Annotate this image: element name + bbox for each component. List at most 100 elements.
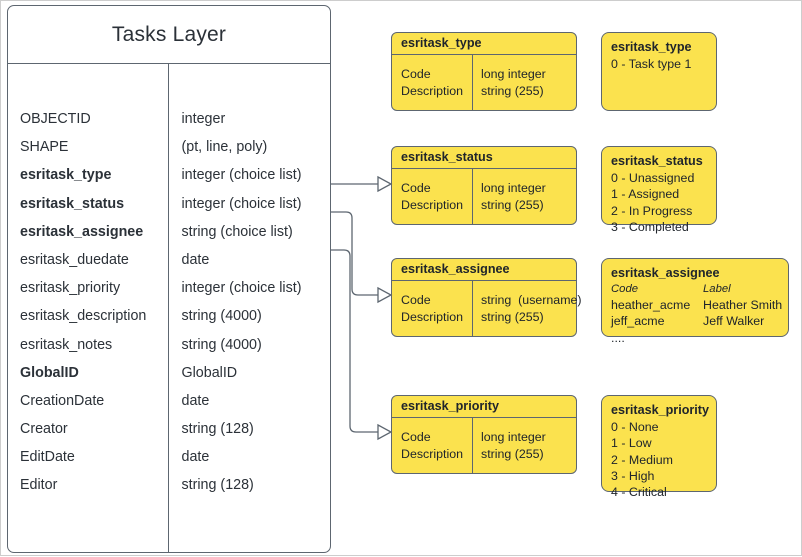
table-column-divider (472, 169, 474, 224)
domain-esritask-status[interactable]: esritask_status 0 - Unassigned 1 - Assig… (601, 146, 717, 234)
domain-value: 3 - Completed (611, 219, 689, 234)
field-type: integer (choice list) (181, 195, 302, 212)
field-name: EditDate (20, 449, 75, 466)
table-cell: Description (401, 83, 463, 98)
field-type: date (181, 251, 210, 268)
tasks-layer-fields: OBJECTID SHAPE esritask_type esritask_statu… (8, 64, 330, 552)
table-cell: string (255) (481, 446, 544, 461)
table-type-column: long integer string (255) (472, 169, 576, 224)
domain-value: 4 - Critical (611, 485, 667, 500)
field-name: OBJECTID (20, 111, 91, 127)
table-esritask-status[interactable]: esritask_status Code Description long in… (391, 146, 577, 225)
table-cell: string (255) (481, 309, 544, 324)
domain-value: 3 - High (611, 468, 655, 483)
domain-value: 0 - None (611, 420, 659, 434)
arrowhead-status-icon (377, 175, 393, 193)
field-name: esritask_priority (20, 280, 121, 297)
field-type: integer (choice list) (181, 280, 302, 297)
domain-value: 0 - Unassigned (611, 171, 695, 185)
field-type: date (181, 392, 210, 409)
domain-row: jeff_acme Jeff Walker (611, 313, 788, 329)
arrowhead-priority-icon (377, 423, 393, 441)
field-name: esritask_assignee (20, 223, 144, 240)
field-name: GlobalID (20, 364, 79, 381)
column-divider (168, 64, 170, 552)
table-cell: long integer (481, 67, 546, 81)
field-name: esritask_notes (20, 336, 113, 353)
connector-assignee (331, 211, 378, 296)
table-cell: Code (401, 430, 431, 444)
domain-row-label: Jeff Walker (703, 314, 765, 329)
domain-column-headers: Code Label (611, 282, 788, 297)
table-cell: string (username) (481, 293, 582, 307)
table-title: esritask_status (392, 147, 576, 169)
field-type: string (4000) (181, 308, 262, 325)
domain-ellipsis: .... (611, 330, 625, 345)
domain-title: esritask_assignee (611, 266, 720, 280)
domain-header-code: Code (611, 283, 639, 295)
domain-esritask-assignee[interactable]: esritask_assignee Code Label heather_acm… (601, 258, 789, 345)
field-name: esritask_duedate (20, 251, 129, 268)
table-column-divider (472, 55, 474, 110)
table-type-column: long integer string (255) (472, 55, 576, 110)
domain-esritask-type[interactable]: esritask_type 0 - Task type 1 (601, 32, 717, 111)
table-cell: long integer (481, 181, 546, 195)
field-type: GlobalID (181, 364, 238, 381)
table-cell: Code (401, 67, 431, 81)
field-type: date (181, 449, 210, 466)
domain-row-code: heather_acme (611, 298, 691, 312)
field-name: Editor (20, 477, 58, 494)
field-name: CreationDate (20, 392, 105, 409)
connector-priority (331, 249, 378, 433)
domain-value: 2 - Medium (611, 452, 673, 467)
arrowhead-assignee-icon (377, 286, 393, 304)
table-column-divider (472, 281, 474, 336)
table-body: Code Description long integer string (25… (392, 55, 576, 110)
table-cell: Description (401, 446, 463, 461)
field-name: SHAPE (20, 139, 69, 156)
table-cell: Code (401, 181, 431, 195)
field-type: string (128) (181, 477, 254, 494)
domain-title: esritask_priority (611, 403, 710, 417)
domain-value: 2 - In Progress (611, 203, 693, 218)
table-title: esritask_type (392, 33, 576, 55)
domain-value: 0 - Task type 1 (611, 57, 692, 71)
table-field-column: Code Description (392, 418, 472, 473)
field-type-column: integer (pt, line, poly) integer (choice l… (168, 64, 331, 552)
table-field-column: Code Description (392, 281, 472, 336)
domain-row: heather_acme Heather Smith (611, 297, 788, 313)
domain-value: 1 - Low (611, 436, 652, 451)
field-name: esritask_type (20, 167, 112, 184)
table-cell: long integer (481, 430, 546, 444)
domain-esritask-priority[interactable]: esritask_priority 0 - None 1 - Low 2 - M… (601, 395, 717, 499)
table-cell: string (255) (481, 197, 544, 212)
table-esritask-type[interactable]: esritask_type Code Description long inte… (391, 32, 577, 111)
table-type-column: string (username) string (255) (472, 281, 582, 336)
table-esritask-assignee[interactable]: esritask_assignee Code Description strin… (391, 258, 582, 337)
table-cell: Description (401, 309, 463, 324)
domain-value: 1 - Assigned (611, 187, 680, 202)
table-esritask-priority[interactable]: esritask_priority Code Description long … (391, 395, 577, 474)
field-type: integer (181, 111, 226, 127)
field-name-column: OBJECTID SHAPE esritask_type esritask_statu… (8, 64, 168, 552)
field-type: string (128) (181, 421, 254, 438)
table-type-column: long integer string (255) (472, 418, 576, 473)
table-cell: Description (401, 197, 463, 212)
domain-row-label: Heather Smith (703, 298, 783, 312)
table-column-divider (472, 418, 474, 473)
domain-row-code: jeff_acme (611, 314, 665, 329)
table-title: esritask_assignee (392, 259, 576, 281)
field-type: (pt, line, poly) (181, 139, 268, 156)
field-type: string (choice list) (181, 223, 293, 240)
field-name: esritask_status (20, 195, 125, 212)
table-cell: Code (401, 293, 431, 307)
field-type: string (4000) (181, 336, 262, 353)
table-cell: string (255) (481, 83, 544, 98)
page-title: Tasks Layer (8, 6, 330, 64)
field-name: Creator (20, 421, 68, 438)
field-type: integer (choice list) (181, 167, 302, 184)
domain-title: esritask_type (611, 40, 692, 54)
table-field-column: Code Description (392, 169, 472, 224)
